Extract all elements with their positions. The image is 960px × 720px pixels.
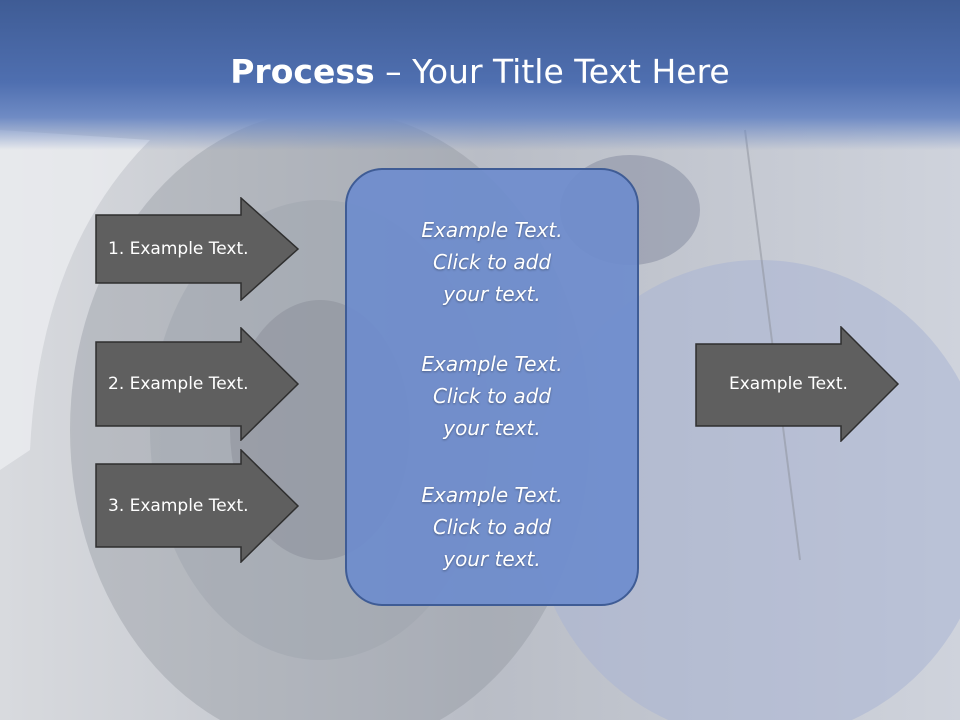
title-bold: Process	[230, 52, 375, 91]
paragraph-line: Example Text.	[421, 218, 563, 242]
step-label-3: 3. Example Text.	[108, 496, 249, 516]
paragraph-line: Click to add	[432, 250, 552, 274]
step-arrow-3[interactable]: 3. Example Text.	[95, 449, 300, 563]
title-rest: – Your Title Text Here	[374, 52, 730, 91]
paragraph-line: Example Text.	[421, 483, 563, 507]
result-arrow[interactable]: Example Text.	[695, 326, 900, 442]
step-arrow-1[interactable]: 1. Example Text.	[95, 197, 300, 301]
step-label-1: 1. Example Text.	[108, 239, 249, 259]
paragraph-line: your text.	[443, 282, 541, 306]
arrow-shape	[95, 449, 300, 563]
center-paragraph-2: Example Text. Click to add your text.	[347, 348, 637, 444]
arrow-shape	[95, 327, 300, 441]
paragraph-line: your text.	[443, 416, 541, 440]
paragraph-line: Example Text.	[421, 352, 563, 376]
slide-title: Process – Your Title Text Here	[0, 52, 960, 91]
paragraph-line: Click to add	[432, 515, 552, 539]
paragraph-line: Click to add	[432, 384, 552, 408]
arrow-shape	[95, 197, 300, 301]
arrow-shape	[695, 326, 900, 442]
title-bar	[0, 0, 960, 150]
center-paragraph-1: Example Text. Click to add your text.	[347, 214, 637, 310]
center-paragraph-3: Example Text. Click to add your text.	[347, 479, 637, 575]
step-label-2: 2. Example Text.	[108, 374, 249, 394]
center-text-box[interactable]: Example Text. Click to add your text. Ex…	[345, 168, 639, 606]
step-arrow-2[interactable]: 2. Example Text.	[95, 327, 300, 441]
paragraph-line: your text.	[443, 547, 541, 571]
result-label: Example Text.	[729, 374, 848, 394]
